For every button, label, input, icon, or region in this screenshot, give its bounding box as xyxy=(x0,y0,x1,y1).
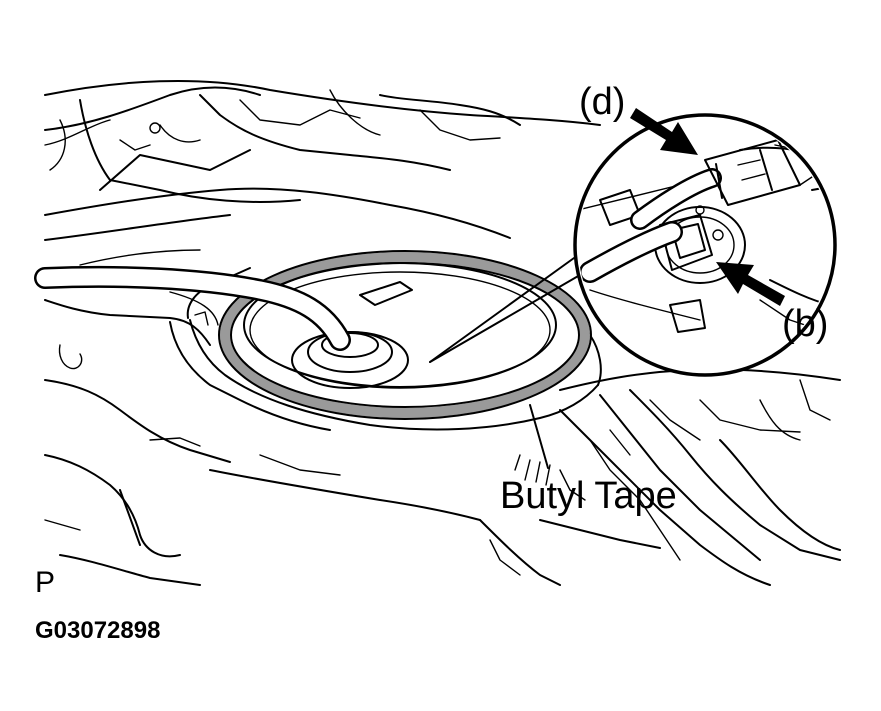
label-d: (d) xyxy=(579,81,625,123)
butyl-tape-leader xyxy=(529,404,549,469)
label-butyl-tape: Butyl Tape xyxy=(500,475,677,517)
detail-circle xyxy=(573,113,837,377)
arrow-d-icon xyxy=(630,108,698,155)
view-marker-label: P xyxy=(35,566,55,599)
pump-cover-assembly xyxy=(218,250,592,420)
fuel-hose xyxy=(34,265,351,351)
pump-cover-plate xyxy=(243,262,557,388)
label-b: (b) xyxy=(782,303,828,345)
figure-id-label: G03072898 xyxy=(35,617,160,644)
butyl-tape-ring xyxy=(220,252,590,418)
arrow-b-icon xyxy=(716,262,785,306)
floor-panel-linework xyxy=(44,79,841,586)
detail-pointer xyxy=(429,257,593,363)
